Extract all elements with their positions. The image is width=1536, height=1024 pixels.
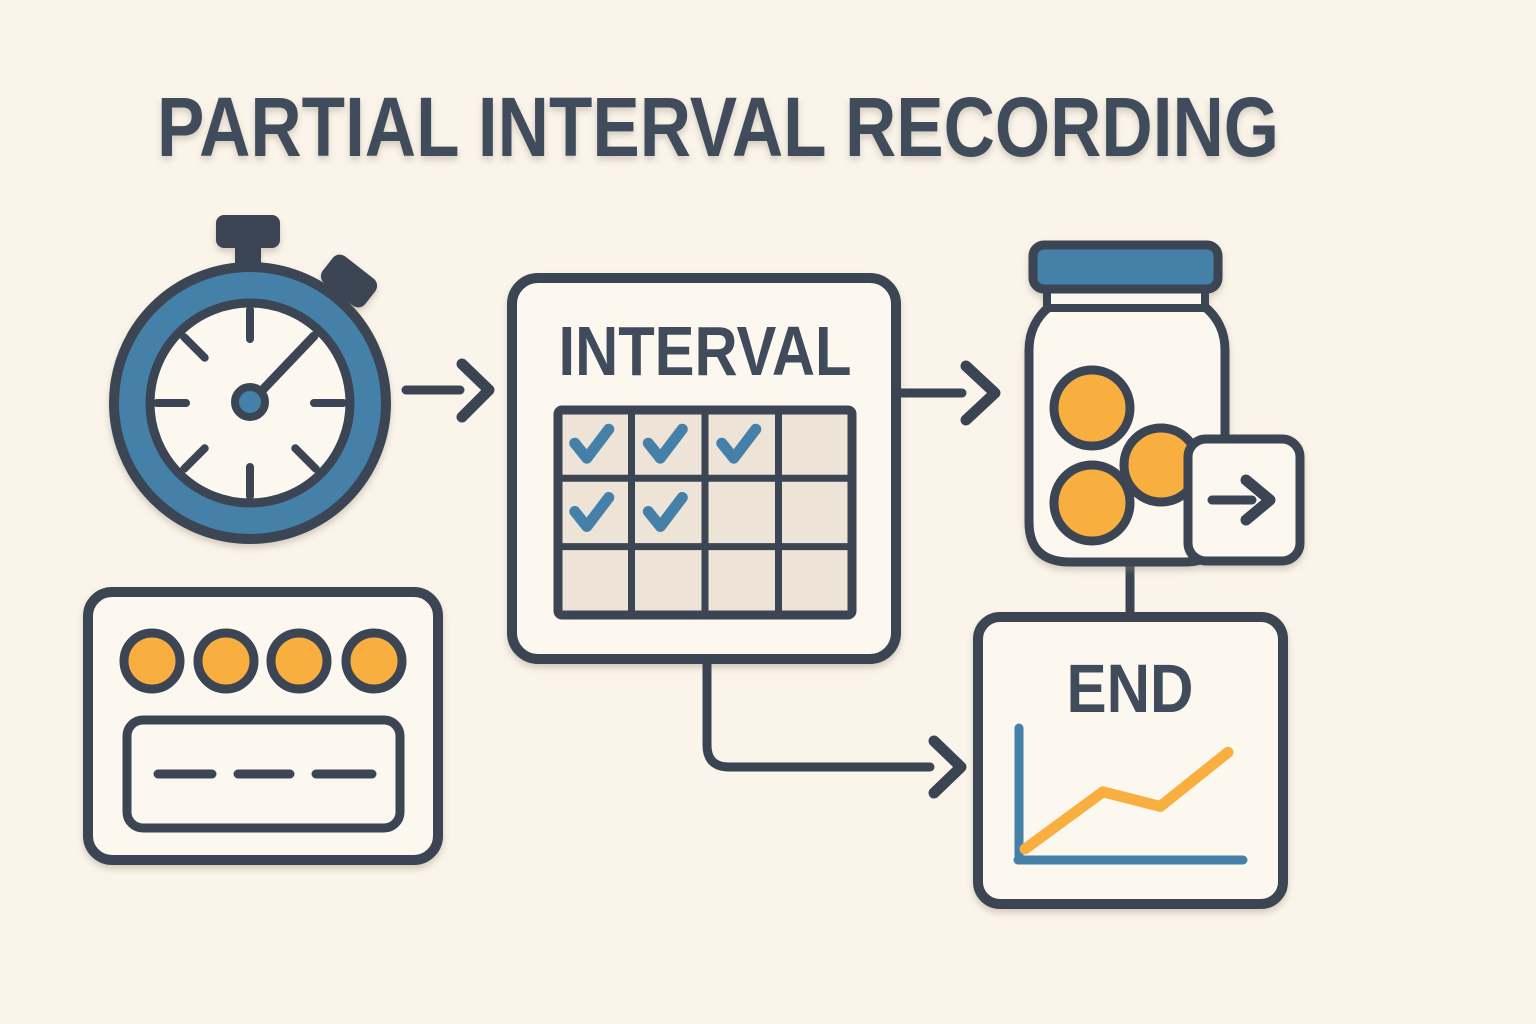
token-icon (1049, 365, 1135, 451)
interval-grid-frame (553, 405, 857, 620)
check-icon (569, 492, 615, 532)
next-step-box (1183, 434, 1305, 566)
check-icon (569, 423, 615, 464)
jar-tokens (1049, 365, 1203, 546)
interval-grid-checks (569, 423, 762, 532)
stopwatch-center-pin (231, 383, 269, 421)
interval-grid (553, 405, 857, 620)
card-tokens (119, 628, 407, 694)
token-icon (193, 628, 259, 694)
arrow-interval-to-jar (892, 360, 1001, 426)
arrow-right-icon (1207, 474, 1276, 526)
page-title: PARTIAL INTERVAL RECORDING (157, 80, 1279, 174)
interval-label: INTERVAL (559, 312, 852, 390)
end-label: END (1067, 650, 1194, 727)
token-icon (266, 628, 332, 694)
end-box: END (973, 612, 1288, 909)
arrow-stopwatch-to-interval (401, 358, 495, 423)
interval-grid-lines (558, 410, 852, 615)
check-icon (716, 423, 762, 464)
connector-interval-to-end (702, 654, 967, 799)
token-icon (119, 628, 185, 694)
token-card-icon (83, 587, 443, 865)
check-icon (642, 492, 688, 532)
arrowhead-right-icon (456, 358, 495, 423)
line-chart-icon (1013, 723, 1248, 865)
token-jar-icon (1024, 240, 1305, 567)
end-chart-line (1019, 746, 1234, 855)
check-icon (642, 423, 688, 464)
stopwatch-icon (109, 215, 391, 544)
stopwatch-ticks (153, 306, 347, 500)
stopwatch-top-button (216, 215, 280, 248)
jar-lid (1028, 240, 1223, 294)
stopwatch-side-button (320, 254, 378, 308)
arrowhead-right-icon (928, 735, 967, 799)
interval-box: INTERVAL (507, 273, 901, 664)
arrowhead-right-icon (960, 360, 1001, 426)
token-icon (1049, 460, 1135, 546)
token-icon (341, 628, 407, 694)
